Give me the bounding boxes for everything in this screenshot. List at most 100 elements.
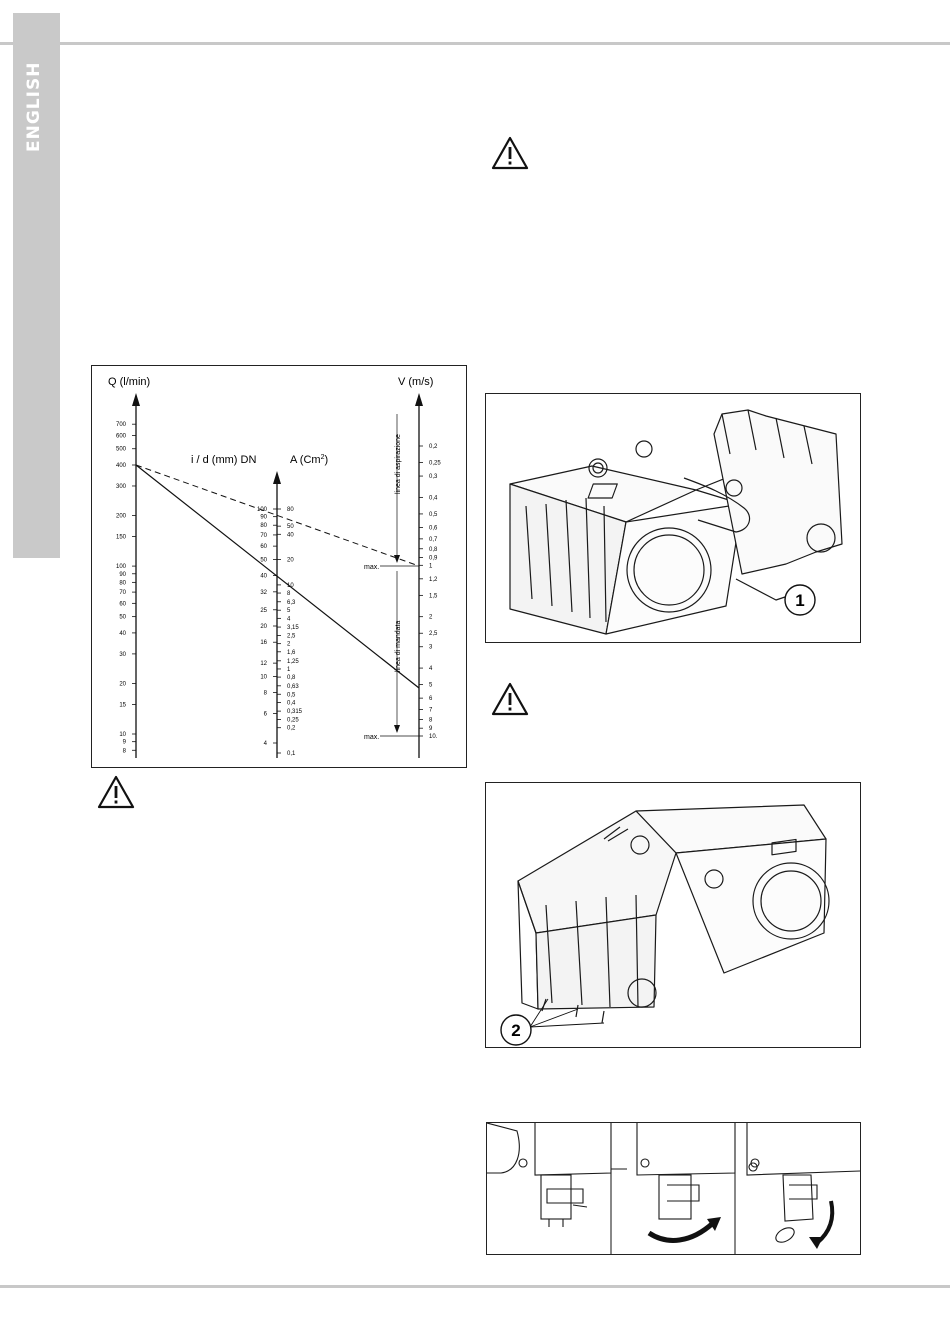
- q-tick-label: 10: [119, 732, 126, 738]
- q-tick-label: 400: [116, 463, 127, 469]
- v-tick-label: 2,5: [429, 631, 438, 637]
- v-tick-label: 1,5: [429, 593, 438, 599]
- a-tick-label: 2: [287, 642, 291, 648]
- v-tick-label: 0,4: [429, 495, 438, 501]
- delivery-reading-line: [135, 464, 420, 689]
- q-tick-label: 90: [119, 572, 126, 578]
- a-tick-label: 1,6: [287, 650, 296, 656]
- callout-1-circle: [784, 584, 816, 616]
- pump-figure-2: 2: [485, 782, 861, 1048]
- d-axis-title: i / d (mm) DN: [191, 454, 256, 466]
- a-tick-label: 4: [287, 616, 291, 622]
- a-tick-label: 1: [287, 667, 291, 673]
- drain-plug-sequence-figure: [486, 1122, 861, 1255]
- callout-2: 2: [511, 1021, 520, 1040]
- callout-2-circle: [500, 1014, 532, 1046]
- d-tick-label: 10: [260, 674, 267, 680]
- nomogram-figure: Q (l/min) i / d (mm) DN A (Cm2) V (m/s) …: [91, 365, 467, 768]
- a-tick-label: 80: [287, 507, 294, 513]
- d-tick-label: 4: [264, 741, 268, 747]
- a-tick-label: 5: [287, 608, 291, 614]
- v-tick-label: 8: [429, 717, 433, 723]
- a-tick-label: 10: [287, 583, 294, 589]
- v-tick-label: 4: [429, 666, 433, 672]
- q-tick-label: 300: [116, 484, 127, 490]
- language-tab[interactable]: [13, 13, 60, 558]
- d-tick-label: 100: [257, 507, 268, 513]
- a-tick-label: 20: [287, 558, 294, 564]
- v-axis-arrow: [415, 393, 423, 406]
- v-tick-label: 0,5: [429, 512, 438, 518]
- q-axis-arrow: [132, 393, 140, 406]
- v-tick-label: 6: [429, 696, 433, 702]
- q-tick-label: 60: [119, 601, 126, 607]
- v-tick-label: 7: [429, 708, 433, 714]
- header-rule: [0, 42, 950, 45]
- a-tick-label: 2,5: [287, 634, 296, 640]
- q-tick-label: 30: [119, 652, 126, 658]
- q-tick-label: 700: [116, 422, 127, 428]
- v-tick-label: 0,7: [429, 537, 438, 543]
- q-tick-label: 80: [119, 580, 126, 586]
- rotate-arrow-down: [815, 1200, 835, 1245]
- a-tick-label: 40: [287, 532, 294, 538]
- d-a-axis-arrow: [273, 471, 281, 484]
- a-tick-label: 6,3: [287, 600, 296, 606]
- footer-rule: [0, 1285, 950, 1288]
- d-tick-label: 16: [260, 640, 267, 646]
- d-tick-label: 90: [260, 515, 267, 521]
- d-tick-label: 20: [260, 624, 267, 630]
- v-tick-label: 1,2: [429, 577, 438, 583]
- delivery-line-label: linea di mandata: [395, 621, 402, 672]
- pump-figure-1: 1: [485, 393, 861, 643]
- rotate-arrow-right: [647, 1221, 715, 1243]
- d-tick-label: 12: [260, 661, 267, 667]
- v-tick-label: 3: [429, 645, 433, 651]
- a-ticks: 805040201086,3543,152,521,61,2510,80,630…: [277, 507, 303, 757]
- q-ticks: 7006005004003002001501009080706050403020…: [116, 422, 136, 754]
- a-tick-label: 0,8: [287, 675, 296, 681]
- v-tick-label: 2: [429, 615, 433, 621]
- suction-reading-line: [135, 464, 420, 567]
- v-axis-title: V (m/s): [398, 376, 433, 388]
- v-tick-label: 0,2: [429, 444, 438, 450]
- q-tick-label: 200: [116, 514, 127, 520]
- d-tick-label: 6: [264, 712, 268, 718]
- v-tick-label: 0,3: [429, 474, 438, 480]
- language-tab-label: ENGLISH: [24, 61, 44, 152]
- callout-1: 1: [795, 591, 804, 610]
- rotate-arrow-right-head: [707, 1217, 721, 1231]
- delivery-range-arrow: [394, 725, 400, 733]
- v-tick-label: 9: [429, 726, 433, 732]
- q-axis-title: Q (l/min): [108, 376, 150, 388]
- q-tick-label: 150: [116, 535, 127, 541]
- d-tick-label: 32: [260, 590, 267, 596]
- warning-triangle-icon: [491, 682, 529, 716]
- d-tick-label: 25: [260, 608, 267, 614]
- a-tick-label: 3,15: [287, 625, 299, 631]
- q-tick-label: 15: [119, 702, 126, 708]
- rotate-arrow-down-head: [809, 1237, 823, 1249]
- callout-2-leaders: [529, 998, 605, 1028]
- suction-line-label: linea di aspirazione: [395, 434, 402, 494]
- v-tick-label: 5: [429, 683, 433, 689]
- a-tick-label: 0,25: [287, 718, 299, 724]
- d-tick-label: 60: [260, 544, 267, 550]
- suction-range-arrow: [394, 555, 400, 563]
- q-tick-label: 70: [119, 590, 126, 596]
- a-tick-label: 0,1: [287, 751, 296, 757]
- a-tick-label: 0,4: [287, 700, 296, 706]
- a-axis-title: A (Cm2): [290, 454, 328, 466]
- a-tick-label: 1,25: [287, 659, 299, 665]
- warning-triangle-icon: [97, 775, 135, 809]
- v-tick-label: 0,9: [429, 555, 438, 561]
- a-tick-label: 0,5: [287, 692, 296, 698]
- q-tick-label: 9: [123, 740, 127, 746]
- q-tick-label: 40: [119, 631, 126, 637]
- a-tick-label: 0,63: [287, 684, 299, 690]
- d-tick-label: 8: [264, 691, 268, 697]
- v-tick-label: 0,8: [429, 547, 438, 553]
- a-tick-label: 0,315: [287, 709, 303, 715]
- d-tick-label: 70: [260, 533, 267, 539]
